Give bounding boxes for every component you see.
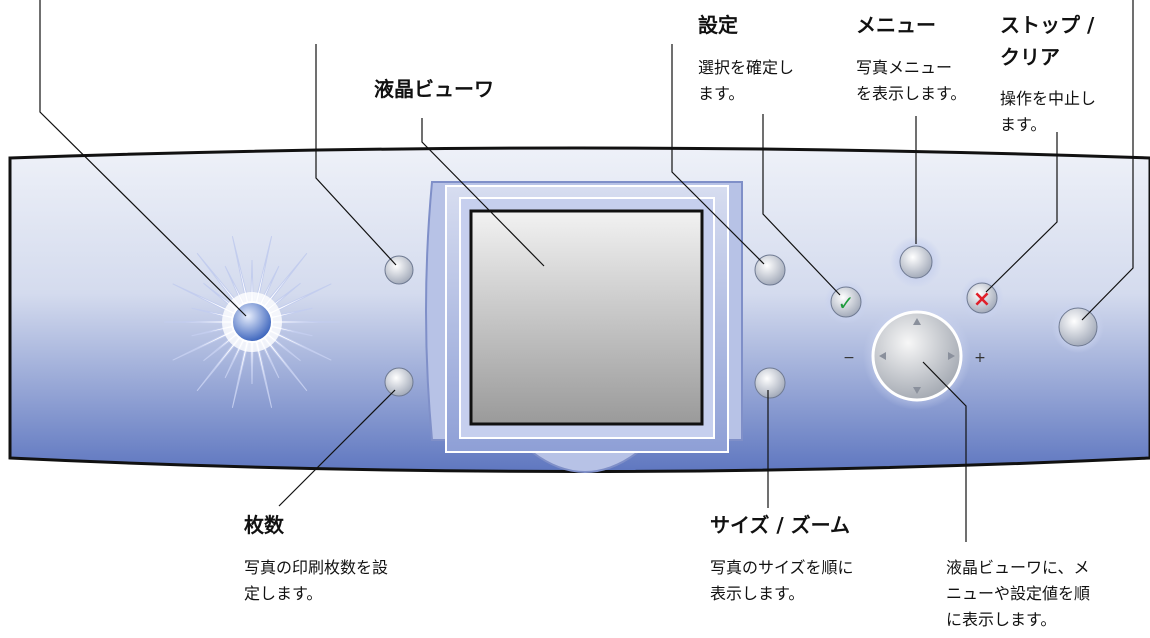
- settings-ok-button[interactable]: [830, 286, 862, 318]
- plus-sign: +: [974, 350, 986, 366]
- leader-right-upper: [671, 44, 765, 265]
- left-upper-button[interactable]: [384, 255, 414, 285]
- settings-title: 設定: [698, 13, 738, 37]
- leader-stop: [985, 132, 1058, 293]
- menu-desc-line2: を表示します。: [856, 84, 967, 103]
- dpad-down-arrow-icon: [913, 387, 921, 394]
- stop-desc-line1: 操作を中止し: [1000, 89, 1097, 108]
- leader-settings: [762, 114, 841, 296]
- stop-clear-button[interactable]: [966, 282, 998, 314]
- ok-check-icon: ✓: [838, 291, 855, 315]
- menu-button[interactable]: [899, 245, 933, 279]
- stop-title-line1: ストップ /: [1000, 13, 1095, 37]
- sunburst-rays: [163, 236, 341, 408]
- dpad-desc-line2: ニューや設定値を順: [946, 584, 1091, 603]
- lcd-screen: [469, 209, 704, 426]
- size-zoom-desc-line2: 表示します。: [710, 584, 805, 603]
- dpad-left-arrow-icon: [879, 352, 886, 360]
- copies-button[interactable]: [384, 367, 414, 397]
- size-zoom-button[interactable]: [754, 367, 786, 399]
- leader-power: [39, 0, 247, 317]
- copies-title: 枚数: [244, 513, 284, 537]
- minus-sign: −: [843, 350, 855, 366]
- settings-desc-line1: 選択を確定し: [698, 58, 795, 77]
- stop-desc-line2: ます。: [1000, 115, 1047, 134]
- size-zoom-title: サイズ / ズーム: [710, 513, 851, 537]
- dpad-desc-line3: に表示します。: [946, 610, 1057, 629]
- leader-copies: [278, 389, 396, 507]
- leader-far-right: [1081, 0, 1134, 321]
- menu-title: メニュー: [856, 13, 936, 37]
- settings-desc-line2: ます。: [698, 84, 745, 103]
- dpad-right-arrow-icon: [948, 352, 955, 360]
- copies-desc-line2: 定します。: [244, 584, 323, 603]
- lcd-title: 液晶ビューワ: [374, 77, 494, 101]
- dpad-up-arrow-icon: [913, 318, 921, 325]
- leader-dpad: [922, 361, 967, 542]
- lcd-bottom-tab: [529, 451, 641, 473]
- far-right-button[interactable]: [1058, 307, 1098, 347]
- stop-x-icon: ×: [973, 287, 991, 312]
- copies-desc-line1: 写真の印刷枚数を設: [244, 558, 389, 577]
- leader-left-upper: [315, 44, 397, 266]
- menu-desc-line1: 写真メニュー: [856, 58, 953, 77]
- stop-title-line2: クリア: [1000, 45, 1060, 69]
- leader-lcd: [421, 118, 545, 267]
- dpad-desc-line1: 液晶ビューワに、メ: [946, 558, 1090, 577]
- size-zoom-desc-line1: 写真のサイズを順に: [710, 558, 854, 577]
